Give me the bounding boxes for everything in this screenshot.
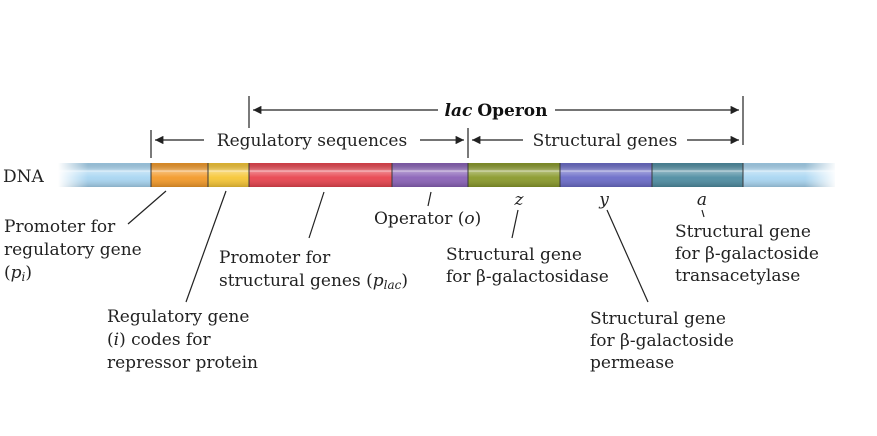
- operon-title-italic: lac: [445, 101, 473, 121]
- gene-letter-y: y: [598, 190, 609, 210]
- dna-fade-left: [58, 162, 88, 188]
- leader-promoter-structural: [308, 191, 325, 239]
- operon-title-bold: Operon: [477, 101, 547, 121]
- leader-gene-a: [701, 209, 705, 218]
- promoter-regulatory-line1: Promoter for: [4, 217, 116, 237]
- leader-gene-z: [511, 209, 519, 239]
- leader-promoter-regulatory: [127, 190, 167, 225]
- gene-y-line1: Structural gene: [590, 309, 726, 329]
- gene-a-line2: for β-galactoside: [675, 244, 819, 264]
- label-gene-a: Structural gene for β-galactoside transa…: [675, 222, 819, 286]
- dna-label: DNA: [3, 167, 45, 187]
- gene-z-line2: for β-galactosidase: [446, 267, 609, 287]
- promoter-regulatory-line3: (pi): [4, 263, 32, 284]
- leader-lines: [127, 190, 705, 303]
- dna-fade-right: [805, 162, 837, 188]
- regulatory-gene-line1: Regulatory gene: [107, 307, 249, 327]
- promoter-structural-line1: Promoter for: [219, 248, 331, 268]
- regulatory-gene-line2: (i) codes for: [107, 330, 211, 350]
- gene-y-line2: for β-galactoside: [590, 331, 734, 351]
- leader-gene-y: [606, 209, 649, 303]
- regulatory-gene-line3: repressor protein: [107, 353, 258, 373]
- dna-shading: [58, 163, 835, 187]
- label-regulatory-gene: Regulatory gene (i) codes for repressor …: [107, 307, 258, 373]
- promoter-regulatory-line2: regulatory gene: [4, 240, 142, 260]
- label-operator: Operator (o): [374, 209, 481, 229]
- regulatory-bracket: Regulatory sequences: [150, 128, 469, 158]
- label-gene-z: Structural gene for β-galactosidase: [446, 245, 609, 287]
- leader-regulatory-gene: [185, 190, 227, 303]
- structural-bracket-label: Structural genes: [533, 131, 678, 151]
- dna-strand: [58, 162, 837, 188]
- gene-z-line1: Structural gene: [446, 245, 582, 265]
- label-gene-y: Structural gene for β-galactoside permea…: [590, 309, 734, 373]
- gene-letter-z: z: [514, 190, 525, 210]
- segment-dividers: [150, 163, 744, 187]
- regulatory-bracket-label: Regulatory sequences: [217, 131, 407, 151]
- gene-letter-a: a: [697, 190, 707, 210]
- label-promoter-regulatory: Promoter for regulatory gene (pi): [4, 217, 142, 284]
- gene-a-line1: Structural gene: [675, 222, 811, 242]
- label-promoter-structural: Promoter for structural genes (plac): [219, 248, 408, 292]
- gene-y-line3: permease: [590, 353, 674, 373]
- promoter-structural-line2: structural genes (plac): [219, 271, 408, 292]
- gene-a-line3: transacetylase: [675, 266, 800, 286]
- structural-bracket: Structural genes: [472, 131, 739, 151]
- leader-operator: [427, 191, 432, 207]
- operator-label: Operator (o): [374, 209, 481, 229]
